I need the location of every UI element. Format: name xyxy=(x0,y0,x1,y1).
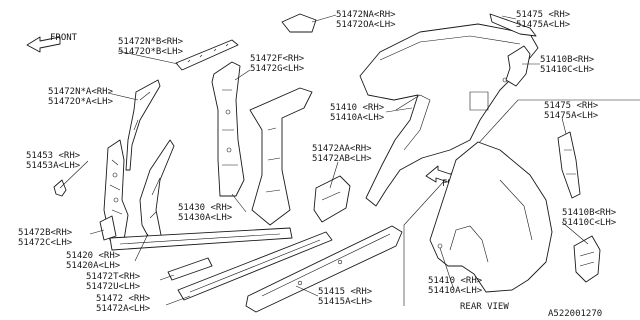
small-sill-bracket-part xyxy=(167,257,213,281)
front-arrow-label: FRONT xyxy=(50,33,78,43)
callout-rh: 51472B<RH> xyxy=(18,228,73,238)
rear-bracket-part xyxy=(573,235,601,283)
callout-rh: 51410 <RH> xyxy=(330,103,385,113)
lower-bracket-part xyxy=(99,215,117,241)
callout-lh: 51410A<LH> xyxy=(428,286,483,296)
front-sill-part xyxy=(109,227,293,251)
front-pillar-brace-part xyxy=(103,139,129,241)
callout-rh: 51472N*A<RH> xyxy=(48,87,114,97)
roof-rail-gusset-part xyxy=(281,13,317,33)
callout-rh: 51472AA<RH> xyxy=(312,144,372,154)
callout-lh: 51420A<LH> xyxy=(66,261,121,271)
callout-lh: 51410C<LH> xyxy=(540,65,595,75)
callout-rh: 51430 <RH> xyxy=(178,203,233,213)
a-pillar-outer-part xyxy=(139,139,175,241)
callout-lh: 51472C<LH> xyxy=(18,238,73,248)
callout-rh: 51472F<RH> xyxy=(250,54,305,64)
callout-rh: 51472 <RH> xyxy=(96,294,151,304)
callout-rh: 51420 <RH> xyxy=(66,251,121,261)
lower-reinforcement-part xyxy=(313,175,351,223)
rear-side-sill-part xyxy=(245,225,403,313)
callout-lh: 51472U<LH> xyxy=(86,282,141,292)
callout-lh: 51472O*A<LH> xyxy=(48,97,114,107)
callout-lh: 51472OA<LH> xyxy=(336,20,396,30)
callout-rh: 51410B<RH> xyxy=(540,55,595,65)
callout-labels: 51472NA<RH> 51472OA<LH> 51472N*B<RH> 514… xyxy=(18,10,617,314)
callout-lh: 51472A<LH> xyxy=(96,304,151,314)
callout-rh: 51472N*B<RH> xyxy=(118,37,184,47)
callout-lh: 51472AB<LH> xyxy=(312,154,372,164)
rear-quarter-panel-part xyxy=(429,141,553,293)
callout-rh: 51410B<RH> xyxy=(562,208,617,218)
callout-lh: 51430A<LH> xyxy=(178,213,233,223)
rocker-extension-part xyxy=(177,231,333,301)
upper-front-rail-part xyxy=(125,79,161,171)
callout-rh: 51415 <RH> xyxy=(318,287,373,297)
callout-lh: 51415A<LH> xyxy=(318,297,373,307)
b-pillar-outer-part xyxy=(249,87,313,226)
diagram-id: A522001270 xyxy=(548,309,602,319)
callout-lh: 51410C<LH> xyxy=(562,218,617,228)
callout-lh: 51475A<LH> xyxy=(544,111,599,121)
callout-rh: 51472NA<RH> xyxy=(336,10,396,20)
callout-lh: 51472O*B<LH> xyxy=(118,47,184,57)
callout-lh: 51475A<LH> xyxy=(516,20,571,30)
c-pillar-brace-part xyxy=(557,131,581,199)
callout-rh: 51475 <RH> xyxy=(544,101,599,111)
b-pillar-inner-part xyxy=(211,61,245,197)
callout-lh: 51410A<LH> xyxy=(330,113,385,123)
d-pillar-bracket-part xyxy=(505,45,531,87)
callout-lh: 51453A<LH> xyxy=(26,161,81,171)
roof-rail-part xyxy=(175,39,239,71)
callout-lh: 51472G<LH> xyxy=(250,64,305,74)
leader-lines xyxy=(59,14,589,306)
callout-rh: 51453 <RH> xyxy=(26,151,81,161)
rear-view-label: REAR VIEW xyxy=(460,302,509,312)
callout-rh: 51475 <RH> xyxy=(516,10,571,20)
callout-rh: 51410 <RH> xyxy=(428,276,483,286)
callout-rh: 51472T<RH> xyxy=(86,272,141,282)
front-arrow-icon xyxy=(26,36,61,53)
d-pillar-upper-part xyxy=(489,13,537,37)
